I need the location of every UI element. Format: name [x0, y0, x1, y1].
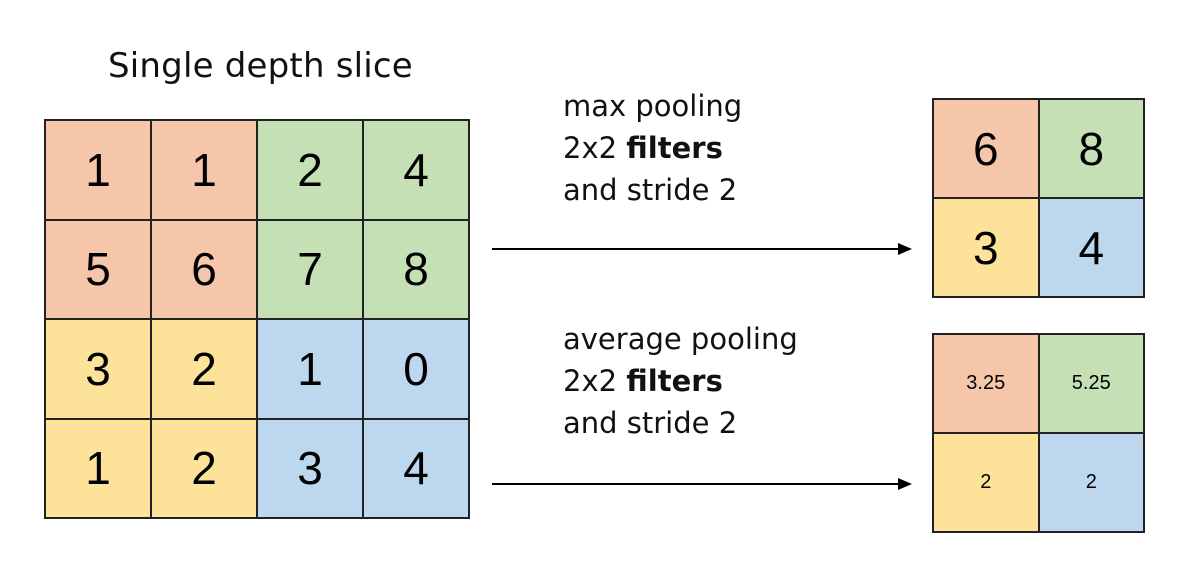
max-output-cell-4: 4 [1038, 198, 1144, 297]
filters-word: filters [626, 131, 723, 165]
average-pooling-label: average pooling 2x2 filters and stride 2 [563, 318, 798, 444]
average-output-cell-4: 2 [1038, 433, 1144, 532]
input-cell-r3-c4: 0 [363, 319, 469, 419]
average-pooling-line1: average pooling [563, 322, 798, 356]
average-pooling-arrow [492, 478, 912, 490]
input-cell-r1-c4: 4 [363, 120, 469, 220]
input-cell-r4-c1: 1 [45, 418, 151, 518]
max-output-cell-1: 6 [933, 99, 1039, 198]
input-cell-r4-c3: 3 [257, 418, 363, 518]
max-pooling-arrow [492, 243, 912, 255]
input-cell-r1-c2: 1 [151, 120, 257, 220]
input-cell-r1-c1: 1 [45, 120, 151, 220]
max-output-cell-2: 8 [1038, 99, 1144, 198]
input-cell-r2-c3: 7 [257, 219, 363, 319]
input-cell-r3-c3: 1 [257, 319, 363, 419]
filters-word: filters [626, 364, 723, 398]
average-pooling-line3: and stride 2 [563, 406, 738, 440]
input-cell-r2-c4: 8 [363, 219, 469, 319]
input-cell-r1-c3: 2 [257, 120, 363, 220]
input-cell-r2-c2: 6 [151, 219, 257, 319]
average-output-cell-2: 5.25 [1038, 334, 1144, 433]
input-cell-r4-c2: 2 [151, 418, 257, 518]
max-pooling-label: max pooling 2x2 filters and stride 2 [563, 85, 742, 211]
input-cell-r3-c2: 2 [151, 319, 257, 419]
slice-title: Single depth slice [108, 46, 413, 86]
max-output-cell-3: 3 [933, 198, 1039, 297]
max-pooling-line1: max pooling [563, 89, 743, 123]
input-cell-r3-c1: 3 [45, 319, 151, 419]
average-pooling-line2: 2x2 filters [563, 360, 798, 402]
input-cell-r4-c4: 4 [363, 418, 469, 518]
filter-size: 2x2 [563, 364, 627, 398]
average-output-cell-3: 2 [933, 433, 1039, 532]
max-pooling-line3: and stride 2 [563, 173, 738, 207]
max-pooling-line2: 2x2 filters [563, 127, 742, 169]
filter-size: 2x2 [563, 131, 627, 165]
average-output-cell-1: 3.25 [933, 334, 1039, 433]
input-cell-r2-c1: 5 [45, 219, 151, 319]
